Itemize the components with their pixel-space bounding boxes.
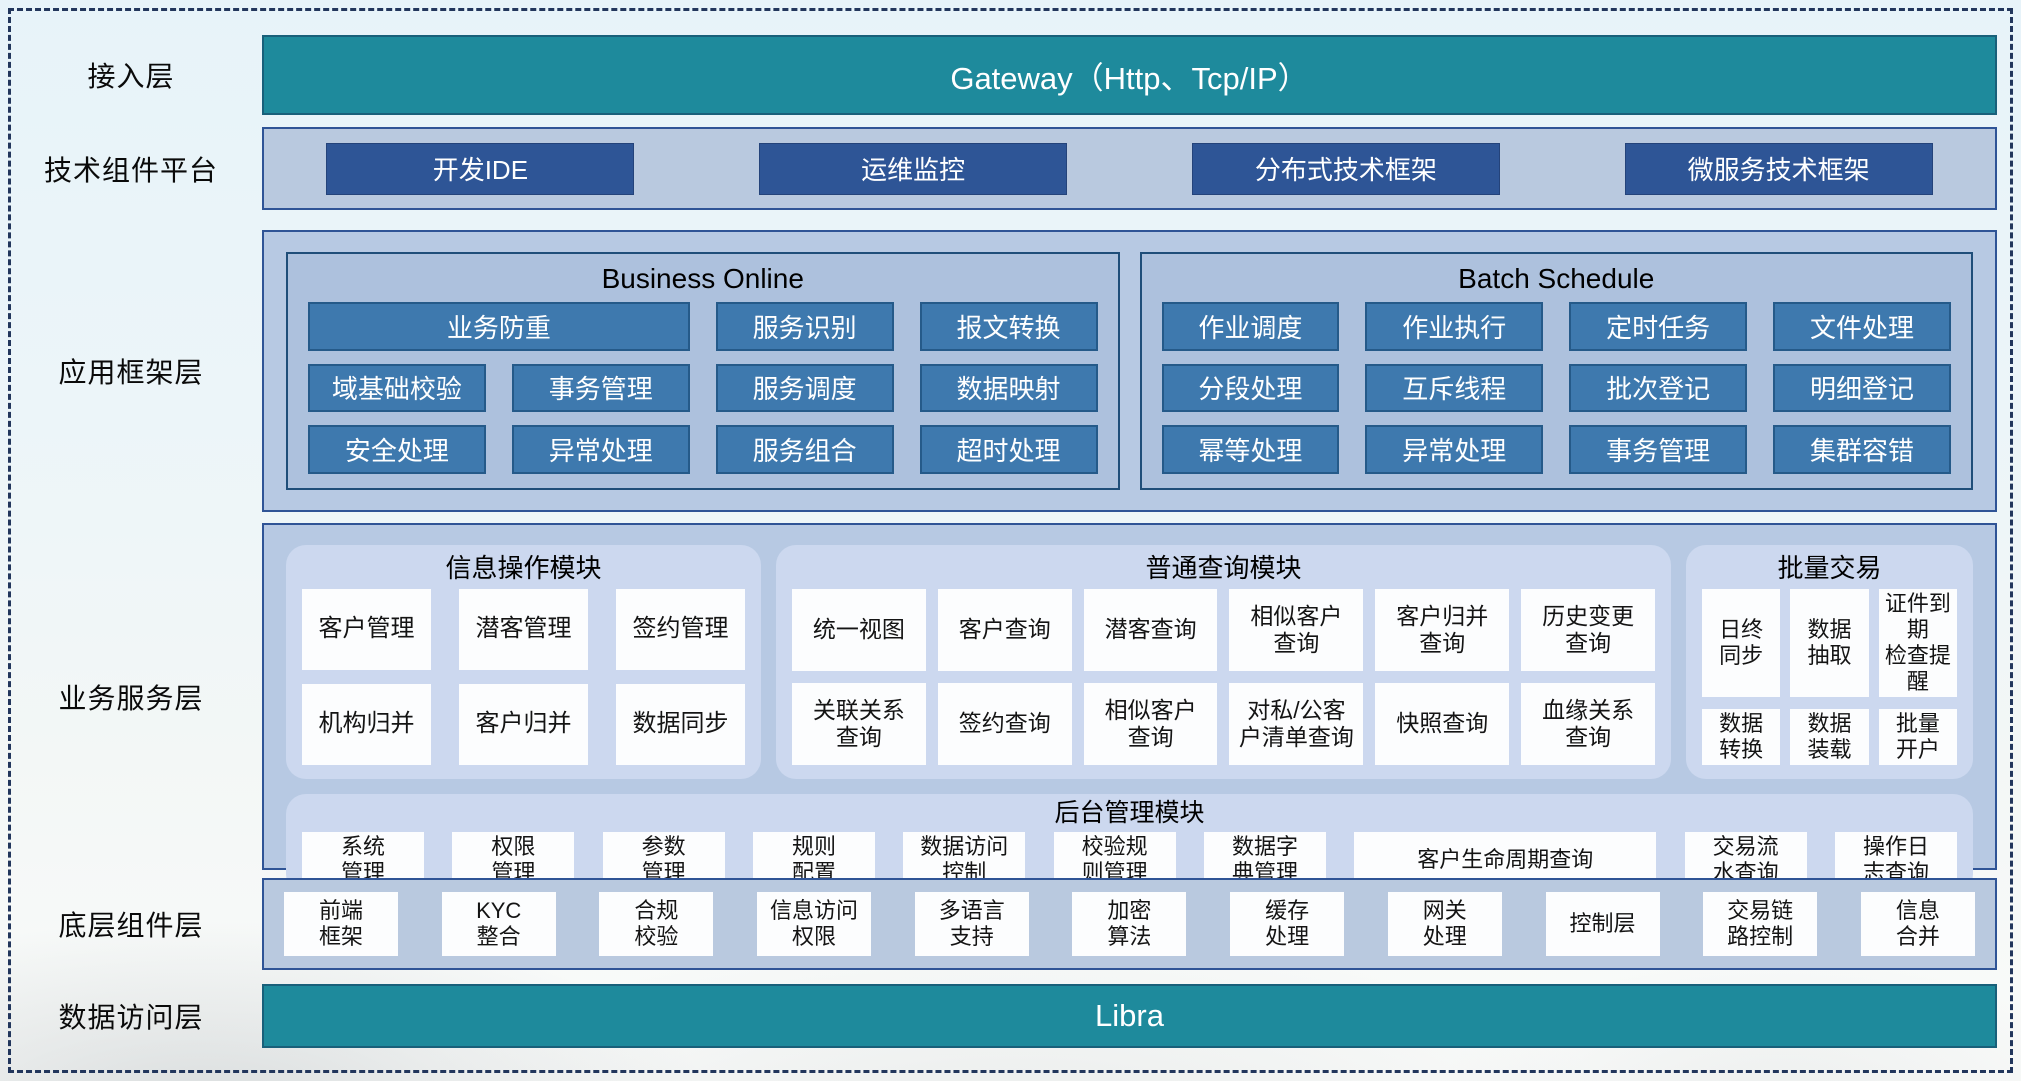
query-grid: 统一视图 客户查询 潜客查询 相似客户 查询 客户归并 查询 历史变更 查询 关…: [792, 589, 1655, 765]
chip-info-ops: 客户管理: [302, 589, 431, 670]
chip-query: 关联关系 查询: [792, 682, 926, 765]
chip-batch-schedule: 文件处理: [1773, 302, 1951, 351]
chip-info-ops: 签约管理: [616, 589, 745, 670]
chip-batch-trade: 批量 开户: [1878, 708, 1957, 765]
gateway-title: Gateway（Http、Tcp/IP）: [950, 60, 1309, 96]
chip-batch-schedule: 作业调度: [1161, 302, 1340, 351]
batch-schedule-panel: Batch Schedule 作业调度 作业执行 定时任务 文件处理 分段处理 …: [1139, 252, 1973, 490]
chip-query: 客户归并 查询: [1375, 589, 1510, 671]
base-components-box: 前端 框架 KYC 整合 合规 校验 信息访问 权限 多语言 支持 加密 算法 …: [262, 878, 1997, 970]
business-online-grid: 业务防重 服务识别 报文转换 域基础校验 事务管理 服务调度 数据映射 安全处理…: [308, 302, 1098, 474]
chip-business-online: 数据映射: [919, 363, 1098, 413]
layer-label-data-access: 数据访问层: [58, 1002, 204, 1033]
layer-label-access: 接入层: [87, 61, 175, 92]
query-title: 普通查询模块: [1145, 553, 1302, 583]
chip-batch-trade: 证件到期 检查提醒: [1878, 589, 1957, 697]
query-module: 普通查询模块 统一视图 客户查询 潜客查询 相似客户 查询 客户归并 查询 历史…: [776, 545, 1671, 779]
gateway-bar: Gateway（Http、Tcp/IP）: [262, 35, 1997, 115]
chip-component: 合规 校验: [599, 892, 714, 956]
app-framework-box: Business Online 业务防重 服务识别 报文转换 域基础校验 事务管…: [262, 230, 1997, 512]
chip-component: 控制层: [1545, 892, 1660, 956]
chip-component: 前端 框架: [284, 892, 398, 956]
chip-business-online: 服务组合: [715, 425, 894, 474]
service-modules-row: 信息操作模块 客户管理 潜客管理 签约管理 机构归并 客户归并 数据同步 普通查…: [286, 545, 1973, 779]
layer-label-framework: 应用框架层: [58, 357, 204, 388]
batch-schedule-grid: 作业调度 作业执行 定时任务 文件处理 分段处理 互斥线程 批次登记 明细登记 …: [1161, 302, 1951, 474]
chip-component: 交易链 路控制: [1703, 892, 1818, 956]
libra-title: Libra: [1095, 998, 1164, 1033]
chip-batch-trade: 数据 转换: [1702, 708, 1781, 765]
chip-batch-trade: 数据 抽取: [1790, 589, 1869, 697]
chip-info-ops: 机构归并: [302, 683, 431, 765]
batch-trade-module: 批量交易 日终 同步 数据 抽取 证件到期 检查提醒 数据 转换 数据 装载 批…: [1686, 545, 1973, 779]
chip-batch-trade: 日终 同步: [1702, 589, 1781, 697]
chip-query: 潜客查询: [1083, 589, 1218, 671]
admin-title: 后台管理模块: [1054, 798, 1205, 827]
chip-info-ops: 数据同步: [616, 683, 745, 765]
chip-component: 缓存 处理: [1230, 892, 1345, 956]
chip-business-online: 域基础校验: [308, 363, 486, 413]
tech-item-ops-monitor: 运维监控: [759, 142, 1068, 195]
chip-batch-schedule: 批次登记: [1569, 363, 1748, 413]
business-service-box: 信息操作模块 客户管理 潜客管理 签约管理 机构归并 客户归并 数据同步 普通查…: [262, 523, 1997, 894]
chip-business-online: 异常处理: [511, 425, 690, 474]
tech-item-microservice-framework: 微服务技术框架: [1624, 142, 1933, 195]
admin-module: 后台管理模块 系统 管理 权限 管理 参数 管理 规则 配置 数据访问 控制 校…: [286, 793, 1973, 894]
chip-component: 信息 合并: [1860, 892, 1975, 956]
chip-query: 统一视图: [792, 589, 926, 671]
chip-info-ops: 客户归并: [459, 683, 588, 765]
tech-item-dev-ide: 开发IDE: [326, 142, 635, 195]
info-ops-grid: 客户管理 潜客管理 签约管理 机构归并 客户归并 数据同步: [302, 589, 745, 765]
chip-batch-schedule: 幂等处理: [1161, 425, 1340, 474]
tech-platform-box: 开发IDE 运维监控 分布式技术框架 微服务技术框架: [262, 127, 1997, 210]
chip-batch-schedule: 互斥线程: [1365, 363, 1544, 413]
chip-business-online: 安全处理: [308, 425, 486, 474]
chip-query: 客户查询: [937, 589, 1072, 671]
batch-schedule-title: Batch Schedule: [1458, 263, 1655, 294]
layer-label-service: 业务服务层: [58, 682, 204, 714]
chip-business-online: 超时处理: [919, 425, 1098, 474]
chip-business-online: 事务管理: [511, 363, 690, 413]
chip-batch-schedule: 集群容错: [1773, 425, 1951, 474]
chip-batch-schedule: 异常处理: [1365, 425, 1544, 474]
chip-batch-trade: 数据 装载: [1790, 708, 1869, 765]
chip-component: KYC 整合: [441, 892, 556, 956]
business-online-title: Business Online: [601, 263, 804, 294]
chip-query: 历史变更 查询: [1521, 589, 1655, 671]
chip-query: 血缘关系 查询: [1521, 682, 1655, 765]
chip-component: 加密 算法: [1072, 892, 1187, 956]
batch-trade-grid: 日终 同步 数据 抽取 证件到期 检查提醒 数据 转换 数据 装载 批量 开户: [1702, 589, 1957, 765]
chip-batch-schedule: 明细登记: [1773, 363, 1951, 413]
chip-component: 网关 处理: [1387, 892, 1502, 956]
chip-batch-schedule: 定时任务: [1569, 302, 1748, 351]
business-online-panel: Business Online 业务防重 服务识别 报文转换 域基础校验 事务管…: [286, 252, 1120, 490]
chip-batch-schedule: 分段处理: [1161, 363, 1340, 413]
layer-label-tech: 技术组件平台: [43, 154, 218, 186]
chip-query: 对私/公客 户清单查询: [1229, 682, 1364, 765]
chip-batch-schedule: 事务管理: [1569, 425, 1748, 474]
chip-batch-schedule: 作业执行: [1365, 302, 1544, 351]
layer-label-components: 底层组件层: [58, 910, 204, 941]
chip-business-online: 服务识别: [715, 302, 894, 351]
chip-query: 签约查询: [937, 682, 1072, 765]
info-ops-module: 信息操作模块 客户管理 潜客管理 签约管理 机构归并 客户归并 数据同步: [286, 545, 761, 779]
chip-business-online: 业务防重: [308, 302, 690, 351]
libra-bar: Libra: [262, 984, 1997, 1048]
chip-info-ops: 潜客管理: [459, 589, 588, 670]
tech-item-distributed-framework: 分布式技术框架: [1191, 142, 1500, 195]
chip-business-online: 报文转换: [919, 302, 1098, 351]
chip-query: 快照查询: [1375, 682, 1510, 765]
batch-trade-title: 批量交易: [1777, 553, 1882, 583]
chip-business-online: 服务调度: [715, 363, 894, 413]
chip-component: 信息访问 权限: [757, 892, 872, 956]
chip-query: 相似客户 查询: [1229, 589, 1364, 671]
info-ops-title: 信息操作模块: [445, 553, 602, 583]
chip-component: 多语言 支持: [914, 892, 1029, 956]
chip-query: 相似客户 查询: [1083, 682, 1218, 765]
